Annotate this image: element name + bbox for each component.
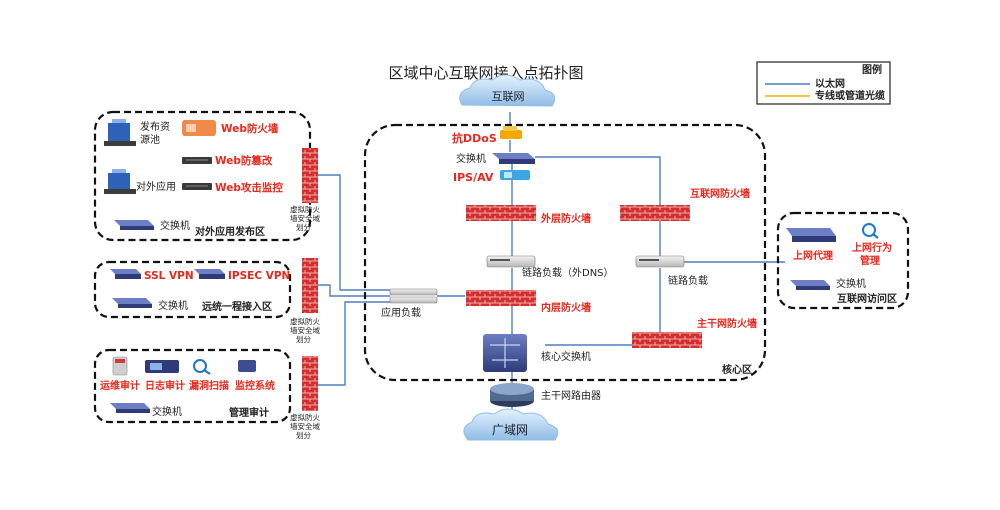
publish-pool-server bbox=[104, 119, 136, 146]
behavior-mgmt-device bbox=[862, 223, 879, 239]
core-top-switch bbox=[492, 153, 535, 164]
legend-title: 图例 bbox=[862, 63, 882, 76]
link-lb-dns-device bbox=[486, 255, 536, 268]
vuln-scan-label: 漏洞扫描 bbox=[189, 379, 229, 392]
link-lb-label: 链路负载 bbox=[668, 274, 708, 287]
outer-firewall-icon bbox=[466, 205, 536, 221]
remote-switch bbox=[112, 298, 152, 308]
access-switch-label: 交换机 bbox=[836, 277, 866, 290]
publish-pool-line1: 发布资 bbox=[140, 120, 170, 133]
proxy-device bbox=[786, 228, 836, 242]
ethernet-links bbox=[318, 112, 785, 420]
internet-cloud-label: 互联网 bbox=[492, 90, 525, 103]
publish-switch bbox=[114, 220, 154, 230]
zone-remote-box bbox=[93, 260, 292, 319]
vfw-3-line3: 划分 bbox=[296, 430, 311, 440]
tamper-label: Web防篡改 bbox=[215, 154, 273, 167]
remote-zone-label: 远统一程接入区 bbox=[202, 300, 272, 313]
link-switch-internet-fw bbox=[535, 156, 661, 205]
anti-ddos-device bbox=[500, 126, 522, 139]
outer-firewall-label: 外层防火墙 bbox=[540, 212, 591, 225]
mgmt-switch bbox=[110, 403, 150, 413]
ipsec-vpn-device bbox=[194, 269, 225, 279]
core-switch-device bbox=[483, 334, 527, 372]
app-lb-device bbox=[389, 288, 438, 304]
internet-cloud: 互联网 bbox=[459, 74, 556, 107]
publish-switch-label: 交换机 bbox=[160, 219, 190, 232]
legend-fiber-label: 专线或管道光缆 bbox=[815, 89, 885, 102]
internet-firewall-label: 互联网防火墙 bbox=[690, 187, 750, 200]
ipsec-vpn-label: IPSEC VPN bbox=[228, 270, 290, 282]
app-lb-label: 应用负载 bbox=[381, 306, 421, 319]
core-switch-label: 核心交换机 bbox=[541, 350, 591, 363]
inner-firewall-label: 内层防火墙 bbox=[541, 301, 591, 314]
attack-monitor-device bbox=[182, 183, 212, 190]
vfw-2-line2: 墙安全域 bbox=[290, 325, 320, 335]
vfw-3-line1: 虚拟防火 bbox=[290, 412, 320, 422]
mgmt-switch-label: 交换机 bbox=[152, 405, 182, 418]
log-audit-label: 日志审计 bbox=[145, 379, 185, 392]
ssl-vpn-device bbox=[110, 269, 141, 279]
app-server bbox=[104, 169, 136, 194]
internet-firewall-icon bbox=[620, 205, 690, 221]
ssl-vpn-label: SSL VPN bbox=[144, 270, 194, 282]
waf-label: Web防火墙 bbox=[221, 122, 279, 135]
zone-core-box bbox=[363, 123, 767, 382]
vfw-3-line2: 墙安全域 bbox=[290, 421, 320, 431]
link-vfw1-applb bbox=[318, 174, 390, 291]
vfw-3-icon bbox=[302, 356, 318, 411]
link-vfw3-applb bbox=[318, 301, 390, 386]
vfw-1-line1: 虚拟防火 bbox=[290, 204, 320, 214]
remote-switch-label: 交换机 bbox=[158, 299, 188, 312]
core-top-switch-label: 交换机 bbox=[456, 152, 486, 165]
vfw-2-icon bbox=[302, 258, 318, 313]
behavior-mgmt-line2: 管理 bbox=[860, 254, 880, 267]
wan-cloud-label: 广域网 bbox=[492, 423, 528, 437]
ips-device bbox=[500, 170, 530, 180]
app-label: 对外应用 bbox=[136, 180, 176, 193]
monitor-device bbox=[238, 360, 256, 372]
mgmt-zone-label: 管理审计 bbox=[229, 406, 269, 419]
anti-ddos-label: 抗DDoS bbox=[452, 131, 497, 145]
ops-audit-label: 运维审计 bbox=[100, 379, 140, 392]
inner-firewall-icon bbox=[466, 290, 536, 306]
legend-box bbox=[756, 61, 891, 105]
access-zone-label: 互联网访问区 bbox=[837, 292, 897, 305]
zone-mgmt-box bbox=[93, 348, 292, 424]
ops-audit-device bbox=[112, 356, 128, 376]
log-audit-device bbox=[145, 360, 179, 373]
wan-cloud: 广域网 bbox=[463, 408, 559, 441]
publish-zone-label: 对外应用发布区 bbox=[195, 225, 265, 238]
tamper-device bbox=[182, 157, 212, 164]
backbone-firewall-label: 主干网防火墙 bbox=[697, 317, 757, 330]
publish-pool-line2: 源池 bbox=[140, 133, 160, 146]
vfw-2-line3: 划分 bbox=[296, 334, 311, 344]
backbone-router-device bbox=[490, 383, 534, 407]
legend-ethernet-label: 以太网 bbox=[815, 77, 845, 90]
attack-monitor-label: Web攻击监控 bbox=[215, 181, 283, 194]
link-lb-device bbox=[635, 255, 685, 268]
legend: 图例 以太网 专线或管道光缆 bbox=[756, 61, 891, 105]
monitor-label: 监控系统 bbox=[235, 379, 275, 392]
core-zone-label: 核心区 bbox=[722, 363, 752, 376]
vfw-1-icon bbox=[302, 148, 318, 203]
backbone-router-label: 主干网路由器 bbox=[541, 389, 601, 402]
vuln-scan-device bbox=[193, 359, 211, 375]
link-lb-dns-label: 链路负载（外DNS） bbox=[522, 266, 614, 279]
diagram-title: 区域中心互联网接入点拓扑图 bbox=[388, 64, 583, 82]
waf-device bbox=[182, 120, 216, 136]
zone-access-box bbox=[776, 211, 910, 310]
vfw-1-line2: 墙安全域 bbox=[290, 213, 320, 223]
ips-label: IPS/AV bbox=[453, 171, 494, 184]
backbone-firewall-icon bbox=[632, 332, 702, 348]
vfw-2-line1: 虚拟防火 bbox=[290, 316, 320, 326]
vfw-1-line3: 划分 bbox=[296, 222, 311, 232]
access-switch bbox=[790, 280, 830, 290]
behavior-mgmt-line1: 上网行为 bbox=[852, 241, 892, 254]
proxy-label: 上网代理 bbox=[793, 249, 833, 262]
link-vfw2-applb bbox=[318, 284, 390, 297]
